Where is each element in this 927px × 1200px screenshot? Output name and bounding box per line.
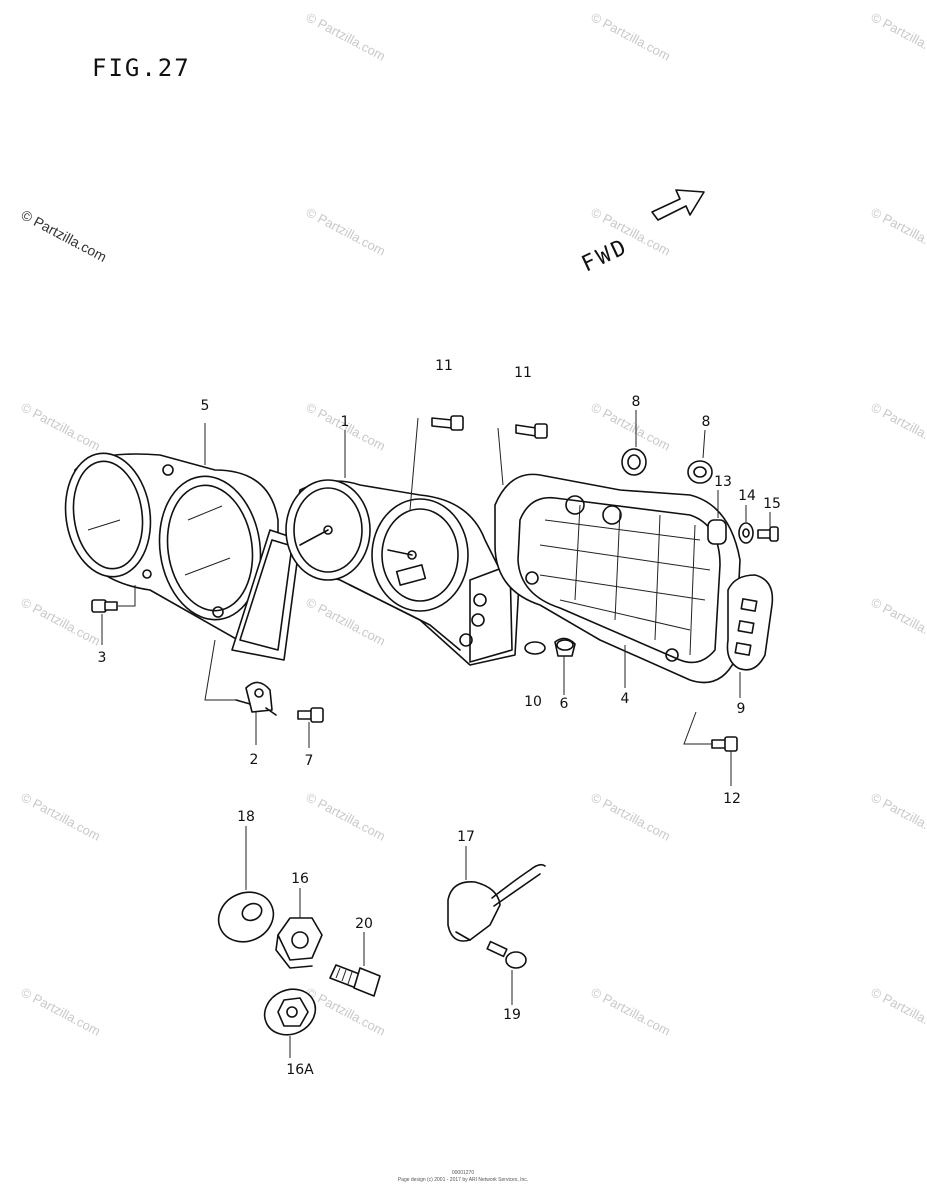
callout-1: 1 xyxy=(341,414,350,430)
callout-8a: 8 xyxy=(632,394,641,410)
watermark: © Partzilla.com xyxy=(19,399,103,453)
callout-18: 18 xyxy=(237,809,255,825)
callout-2: 2 xyxy=(250,752,259,768)
watermark-main: © Partzilla.com xyxy=(19,207,110,265)
figure-title: FIG.27 xyxy=(92,54,191,82)
watermark: © Partzilla.com xyxy=(304,594,388,648)
callout-7: 7 xyxy=(305,753,314,769)
callout-12: 12 xyxy=(723,791,741,807)
watermark: © Partzilla.com xyxy=(869,399,927,453)
watermark: © Partzilla.com xyxy=(19,789,103,843)
watermark: © Partzilla.com xyxy=(304,789,388,843)
watermark: © Partzilla.com xyxy=(869,594,927,648)
watermark: © Partzilla.com xyxy=(304,204,388,258)
callout-16: 16 xyxy=(291,871,309,887)
callout-17: 17 xyxy=(457,829,475,845)
part-16-nut xyxy=(275,917,323,969)
callout-16a: 16A xyxy=(286,1062,314,1078)
callout-11a: 11 xyxy=(435,358,453,374)
leader-lines xyxy=(101,410,771,1058)
footer-copyright: Page design (c) 2001 - 2017 by ARI Netwo… xyxy=(398,1177,528,1183)
part-11-screw-a xyxy=(431,415,464,431)
part-2-bulb-socket xyxy=(235,681,277,716)
part-3-screw xyxy=(91,599,118,613)
callout-labels: 5 1 11 11 8 8 13 14 15 3 2 7 10 6 4 9 12… xyxy=(98,358,781,1078)
part-18-washer xyxy=(217,891,275,943)
callout-11b: 11 xyxy=(514,365,532,381)
watermark: © Partzilla.com xyxy=(869,9,927,63)
part-14-washer xyxy=(738,522,754,544)
part-5-meter-cover xyxy=(64,452,301,661)
part-11-screw-b xyxy=(515,423,548,439)
part-19-bolt xyxy=(486,940,527,969)
callout-8b: 8 xyxy=(702,414,711,430)
watermark: © Partzilla.com xyxy=(304,9,388,63)
watermark: © Partzilla.com xyxy=(869,789,927,843)
callout-14: 14 xyxy=(738,488,756,504)
callout-5: 5 xyxy=(201,398,210,414)
callout-6: 6 xyxy=(560,696,569,712)
callout-19: 19 xyxy=(503,1007,521,1023)
callout-4: 4 xyxy=(621,691,630,707)
part-20-bolt xyxy=(329,964,381,997)
part-13-cushion xyxy=(707,519,727,545)
part-1-meter-assembly xyxy=(285,479,521,666)
part-10-bulb xyxy=(524,641,546,655)
part-17-sensor xyxy=(447,863,546,942)
part-8-grommet-b xyxy=(687,460,713,484)
fwd-arrow-icon xyxy=(651,189,705,221)
part-6-socket xyxy=(554,637,576,657)
part-15-screw xyxy=(757,526,779,542)
callout-3: 3 xyxy=(98,650,107,666)
watermark: © Partzilla.com xyxy=(589,9,673,63)
part-8-grommet-a xyxy=(621,448,647,476)
watermark: © Partzilla.com xyxy=(19,594,103,648)
fwd-label: FWD xyxy=(578,234,633,277)
watermark: © Partzilla.com xyxy=(869,204,927,258)
part-16a-nut xyxy=(263,988,317,1036)
watermark: © Partzilla.com xyxy=(19,984,103,1038)
footer-code: 00001270 xyxy=(452,1170,474,1176)
callout-9: 9 xyxy=(737,701,746,717)
watermark: © Partzilla.com xyxy=(589,789,673,843)
part-12-screw xyxy=(711,736,738,752)
part-7-screw xyxy=(297,707,324,723)
watermark: © Partzilla.com xyxy=(869,984,927,1038)
callout-20: 20 xyxy=(355,916,373,932)
part-4-lower-case xyxy=(494,473,774,684)
watermark: © Partzilla.com xyxy=(589,984,673,1038)
callout-15: 15 xyxy=(763,496,781,512)
callout-13: 13 xyxy=(714,474,732,490)
callout-10: 10 xyxy=(524,694,542,710)
